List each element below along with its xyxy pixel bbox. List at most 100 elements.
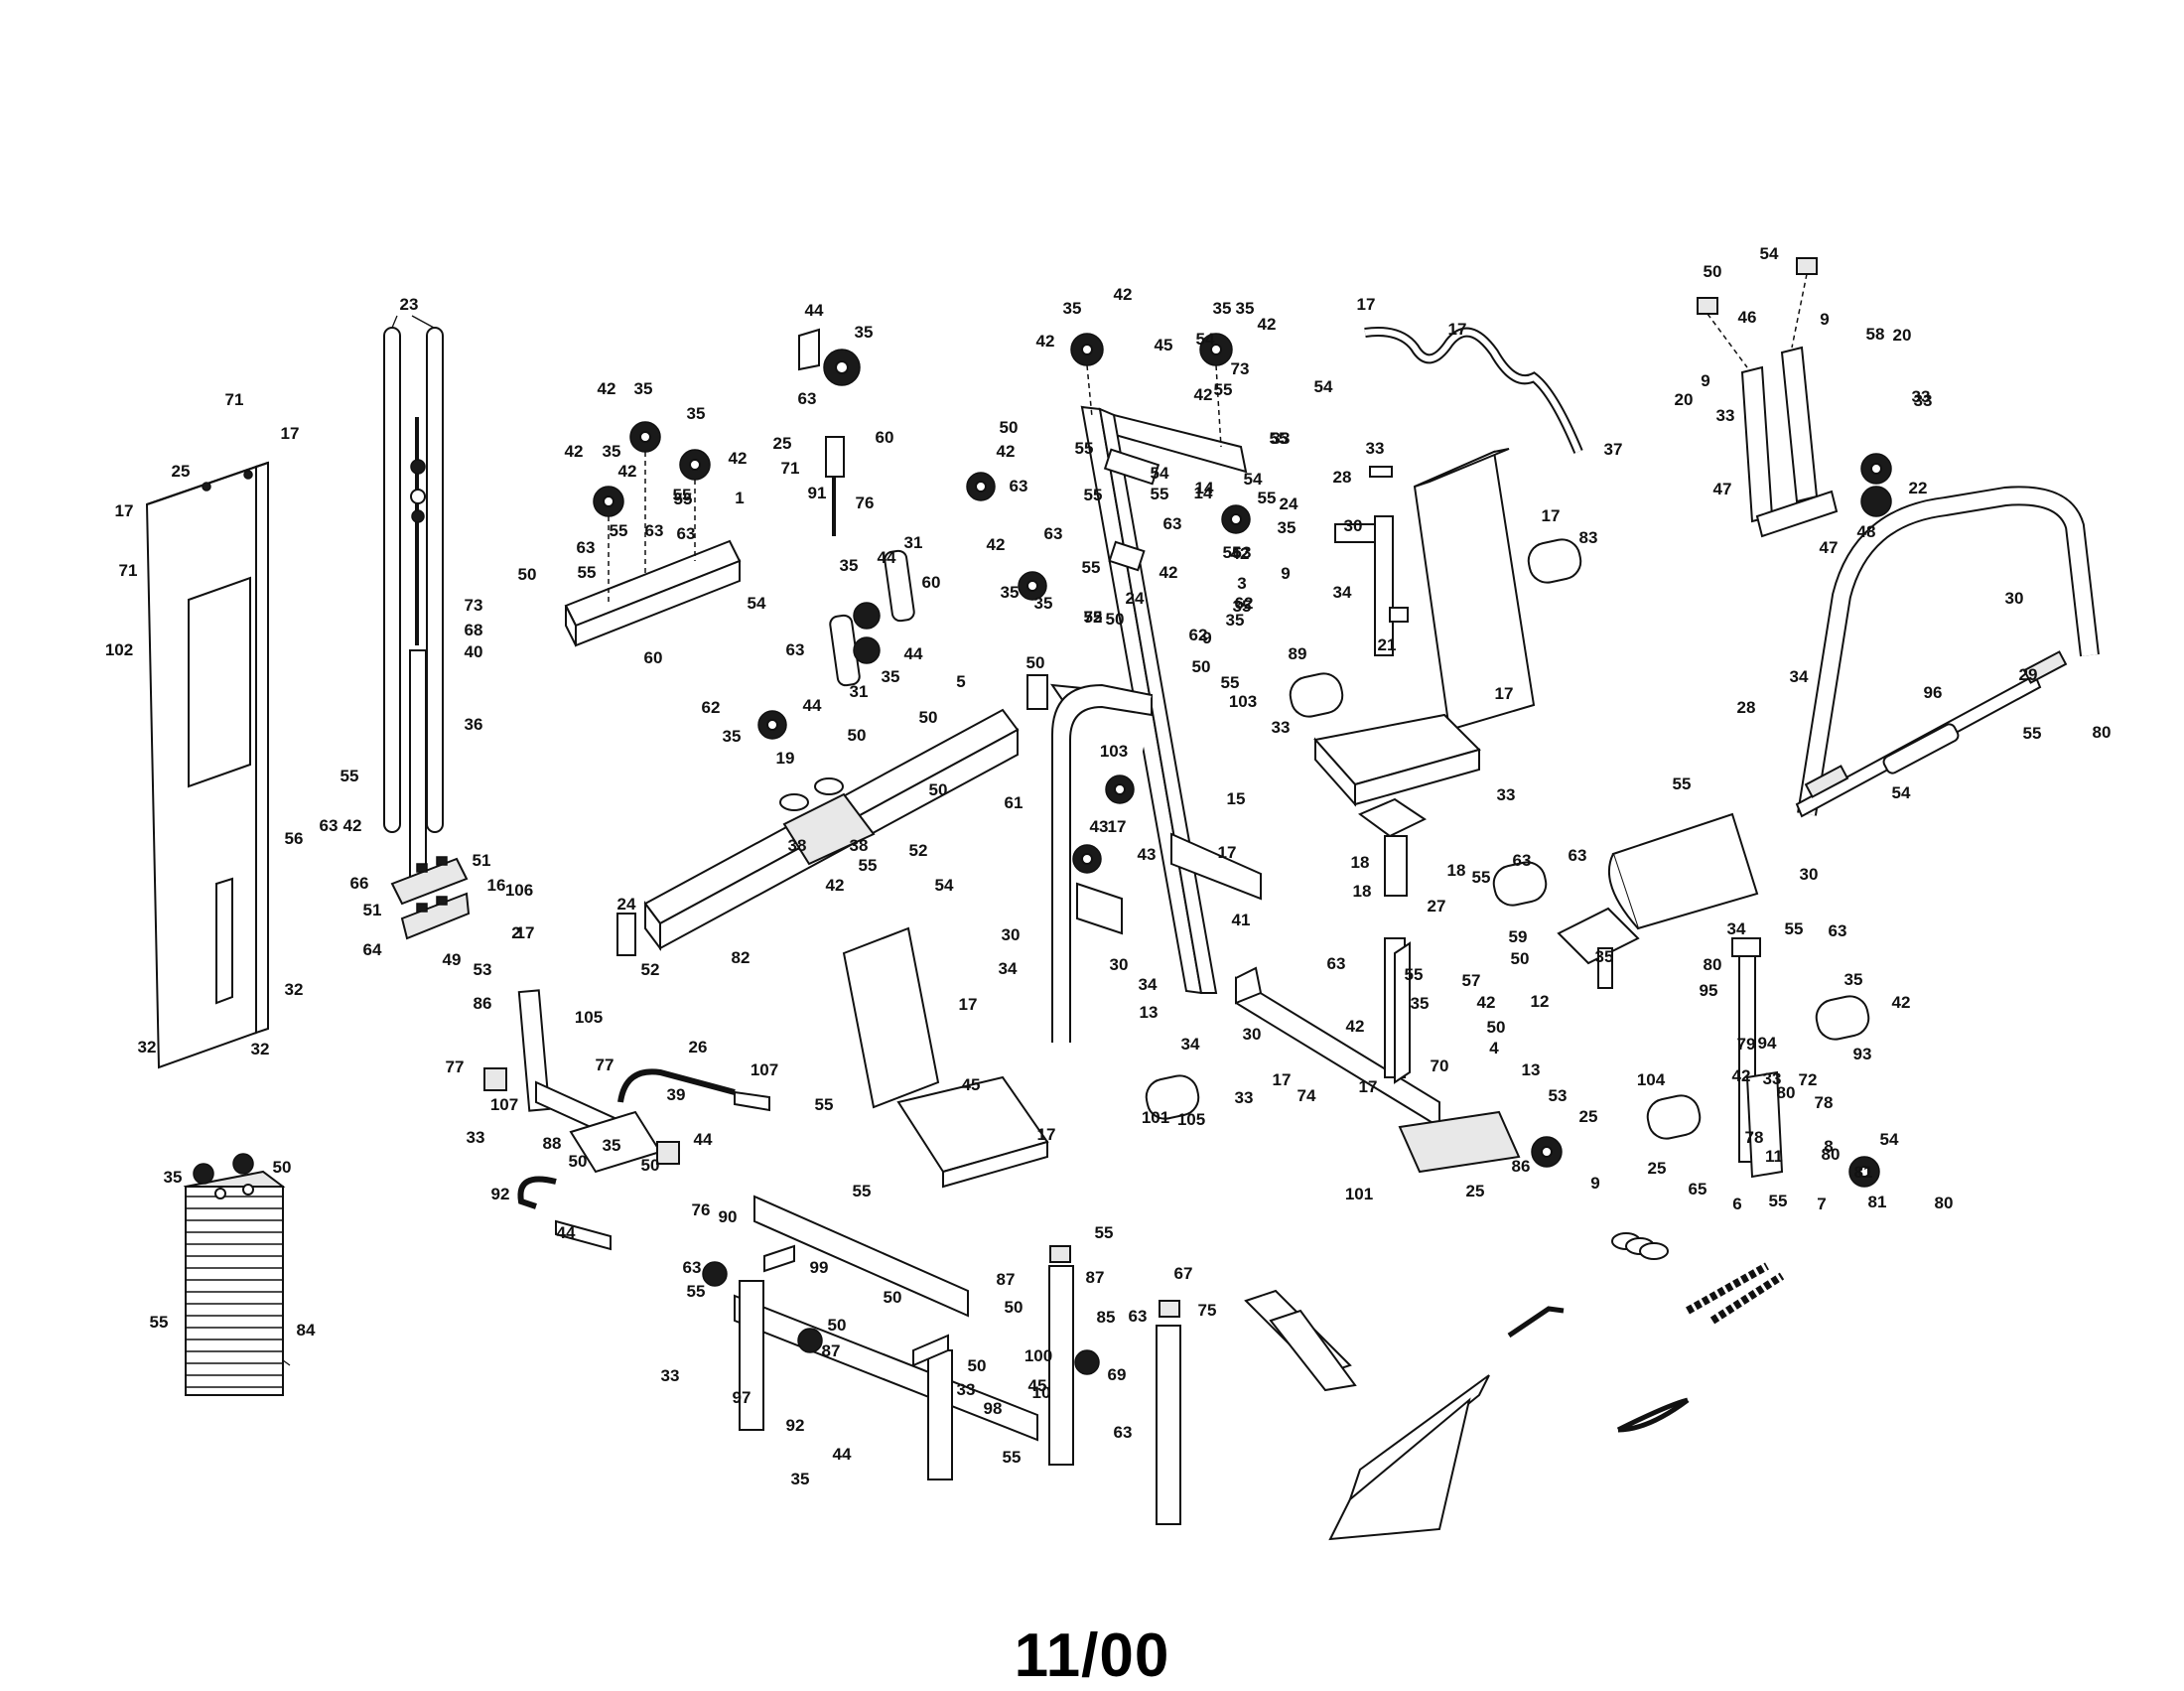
- leg-lever: [1731, 937, 1880, 1188]
- part-callout: 35: [840, 556, 859, 575]
- part-callout: 20: [1675, 390, 1694, 409]
- part-callout: 78: [1745, 1128, 1764, 1147]
- part-callout: 60: [644, 648, 663, 667]
- part-callout: 33: [1235, 1088, 1254, 1107]
- part-callout: 80: [1822, 1145, 1841, 1164]
- part-callout: 63: [1044, 524, 1063, 543]
- part-callout: 55: [1769, 1192, 1788, 1210]
- part-callout: 53: [474, 960, 492, 979]
- part-callout: 100: [1024, 1346, 1052, 1365]
- part-callout: 70: [1431, 1057, 1449, 1075]
- part-callout: 25: [1648, 1159, 1667, 1178]
- part-callout: 18: [1447, 861, 1466, 880]
- part-callout: 33: [1914, 391, 1933, 410]
- part-callout: 55: [1214, 380, 1233, 399]
- part-callout: 30: [1344, 516, 1363, 535]
- pad-bracket: [1557, 907, 1640, 989]
- part-callout: 53: [1549, 1086, 1568, 1105]
- part-callout: 34: [999, 959, 1018, 978]
- part-callout: 7: [1817, 1195, 1826, 1213]
- part-callout: 87: [997, 1270, 1016, 1289]
- part-callout: 30: [1800, 865, 1819, 884]
- part-callout: 33: [1272, 429, 1291, 448]
- part-callout: 43: [1090, 817, 1109, 836]
- part-callout: 55: [859, 856, 878, 875]
- part-callout: 34: [1727, 919, 1746, 938]
- part-callout: 35: [1844, 970, 1863, 989]
- part-callout: 65: [1689, 1180, 1707, 1198]
- part-callout: 92: [786, 1416, 805, 1435]
- part-callout: 18: [1353, 882, 1372, 901]
- part-callout: 94: [1758, 1034, 1777, 1053]
- revision-date: 11/00: [1014, 1621, 1170, 1690]
- part-callout: 25: [172, 462, 191, 481]
- part-callout: 35: [1278, 518, 1297, 537]
- part-callout: 42: [1231, 544, 1250, 563]
- part-callout: 30: [1002, 925, 1021, 944]
- leg-pad: [1607, 812, 1759, 930]
- part-callout: 35: [687, 404, 706, 423]
- part-callout: 85: [1097, 1308, 1116, 1327]
- part-callout: 30: [1110, 955, 1129, 974]
- part-callout: 44: [803, 696, 822, 715]
- part-callout: 63: [1010, 477, 1028, 495]
- part-callout: 62: [1189, 626, 1208, 644]
- part-callout: 55: [1270, 429, 1289, 448]
- part-callout: 88: [543, 1134, 562, 1153]
- swivel-plates: [829, 549, 915, 687]
- part-callout: 56: [285, 829, 304, 848]
- part-callout: 33: [661, 1366, 680, 1385]
- part-callout: 83: [1579, 528, 1598, 547]
- part-callout: 50: [273, 1158, 292, 1177]
- part-callout: 77: [446, 1057, 465, 1076]
- part-callout: 35: [1063, 299, 1082, 318]
- part-callout: 54: [1892, 783, 1911, 802]
- part-callout: 60: [876, 428, 894, 447]
- seat: [1313, 713, 1481, 897]
- part-callout: 9: [1820, 310, 1829, 329]
- part-callout: 68: [465, 621, 483, 639]
- part-callout: 73: [465, 596, 483, 615]
- part-callout: 80: [1935, 1194, 1954, 1212]
- part-callout: 57: [1462, 971, 1481, 990]
- part-callout: 63: [798, 389, 817, 408]
- weight-stack: [183, 1153, 291, 1396]
- part-callout: 13: [1140, 1003, 1159, 1022]
- part-callout: 55: [1258, 489, 1277, 507]
- part-callout: 63: [1233, 543, 1252, 562]
- part-callout: 55: [1472, 868, 1491, 887]
- part-callout: 55: [1095, 1223, 1114, 1242]
- part-callout: 55: [341, 767, 359, 785]
- part-callout: 38: [850, 836, 869, 855]
- part-callout: 75: [1198, 1301, 1217, 1320]
- part-callout: 66: [350, 874, 369, 893]
- top-beam: [616, 708, 1020, 956]
- part-callout: 102: [105, 640, 133, 659]
- part-callout: 50: [848, 726, 867, 745]
- part-callout: 103: [1229, 692, 1257, 711]
- part-callout: 17: [959, 995, 978, 1014]
- part-callout: 9: [1701, 371, 1709, 390]
- part-callout: 54: [935, 876, 954, 895]
- roller-pads: [1145, 538, 1870, 1140]
- guide-rods: [383, 315, 444, 833]
- part-callout: 32: [285, 980, 304, 999]
- part-callout: 42: [1194, 385, 1213, 404]
- pulley-bracket-top: [798, 328, 861, 536]
- part-callout: 35: [1034, 594, 1053, 613]
- part-callout: 42: [997, 442, 1016, 461]
- part-callout: 26: [689, 1038, 708, 1057]
- part-callout: 35: [723, 727, 742, 746]
- part-callout: 42: [1114, 285, 1133, 304]
- part-callout: 42: [598, 379, 616, 398]
- part-callout: 55: [1075, 439, 1094, 458]
- part-callout: 35: [1411, 994, 1430, 1013]
- part-callout: 34: [1139, 975, 1158, 994]
- part-callout: 74: [1297, 1086, 1316, 1105]
- part-callout: 50: [828, 1316, 847, 1335]
- part-callout: 38: [788, 836, 807, 855]
- part-callout: 24: [617, 895, 636, 914]
- part-callout: 34: [1333, 583, 1352, 602]
- part-callout: 42: [343, 816, 362, 835]
